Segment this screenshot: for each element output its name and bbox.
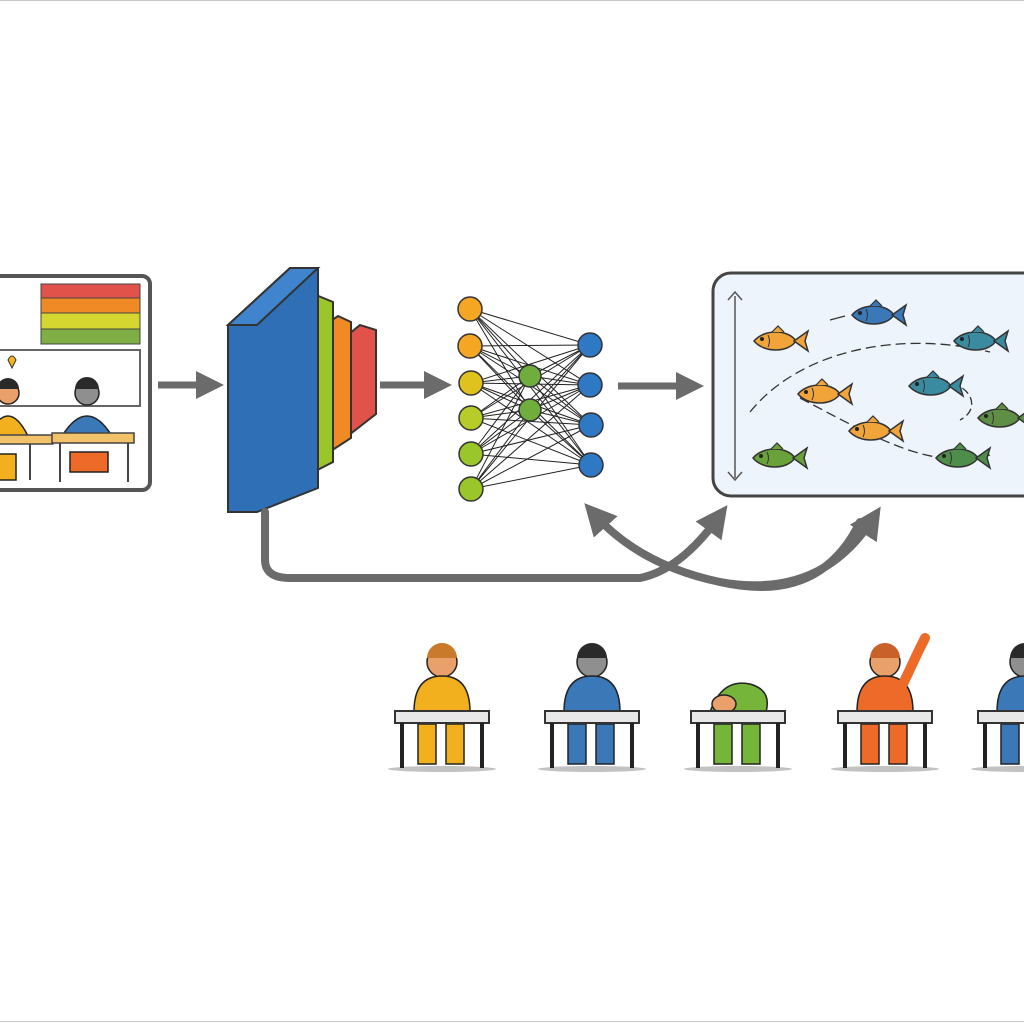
idea-bulb-icon [7,355,17,370]
top-frame-line [0,0,1024,1]
neural-network-icon [457,296,604,502]
student-head-down-icon [684,682,792,772]
connection-edge [470,375,531,490]
connection-edge [469,308,531,411]
connection-edge [529,375,592,466]
connection-edge [470,384,591,490]
desk [837,710,933,724]
input-node [458,370,484,396]
desk-right [51,432,135,444]
hidden-node [518,398,542,422]
connection-edge [529,344,591,411]
connection-edge [470,417,592,466]
connection-edge [470,409,531,490]
bottom-frame-line [0,1021,1024,1022]
fish-icon [908,370,965,398]
connection-edge [470,344,591,384]
connection-edge [470,424,592,455]
connection-edge [470,453,592,466]
desk [544,710,640,724]
input-node [458,405,484,431]
input-node [458,476,484,502]
swim-path-line [749,342,991,413]
connection-edge [470,464,592,490]
connection-edge [469,344,591,347]
fish-icon [753,325,810,353]
desk [394,710,490,724]
fish-school-panel [711,271,1024,498]
connection-edge [469,308,591,386]
whiteboard [0,349,141,407]
connection-edge [469,308,531,377]
student-reading-icon [538,643,646,772]
connection-edge [470,424,592,490]
color-bars-chart-icon [40,283,141,345]
input-node [458,441,484,467]
fish-icon [752,442,809,470]
desk [977,710,1024,724]
feedback-loop-arrows [261,503,881,591]
fish-icon [797,378,854,406]
connection-edge [469,345,531,411]
connection-edge [529,375,592,426]
hidden-node [518,364,542,388]
student-hand-raised-icon [831,633,939,772]
input-node [457,333,483,359]
fish-icon [977,402,1024,428]
fish-icon [953,325,1010,353]
connection-edge [470,375,531,455]
fish-icon [851,299,908,327]
connection-edge [529,409,592,466]
connection-edge [469,308,591,346]
connection-edge [470,382,592,466]
fish-icon [848,415,905,443]
desk [690,710,786,724]
student-sitting-icon [971,643,1024,772]
student-figure-left [0,378,30,481]
classroom-input-panel [0,274,152,492]
output-node [577,372,603,398]
output-node [577,332,603,358]
output-node [578,452,604,478]
stacked-layers-icon [225,267,377,513]
student-figure-right [60,377,114,473]
desk-left [0,434,54,445]
students-row [388,633,1024,772]
output-node [578,412,604,438]
input-node [457,296,483,322]
student-writing-icon [388,643,496,772]
fish-icon [935,442,992,470]
